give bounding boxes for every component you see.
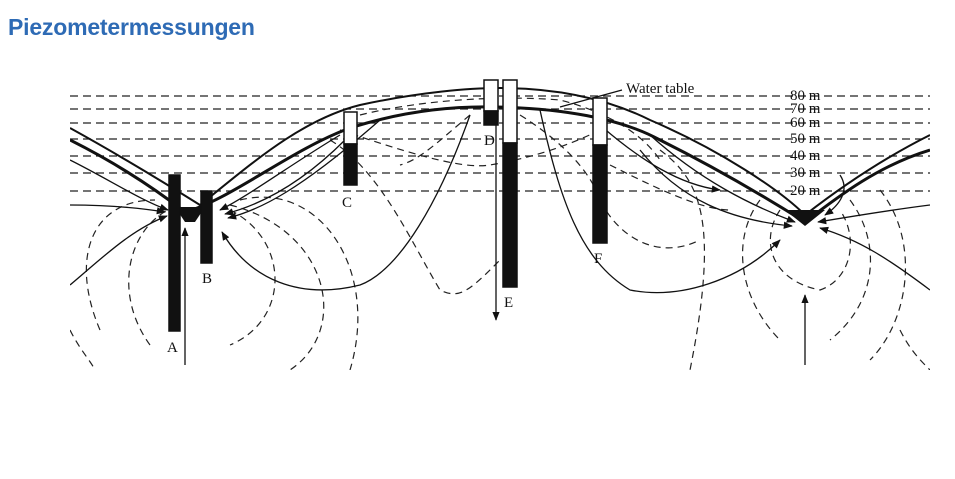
well-label-d: D — [484, 133, 495, 149]
water-table-label: Water table — [626, 81, 695, 97]
elevation-label-20: 20 m — [790, 183, 821, 199]
elevation-label-60: 60 m — [790, 115, 821, 131]
water-table-pointer — [559, 89, 623, 108]
elevation-label-30: 30 m — [790, 165, 821, 181]
piezometers — [168, 79, 608, 332]
piezometer-a — [168, 174, 181, 332]
well-label-f: F — [594, 251, 602, 267]
elevation-label-70: 70 m — [790, 101, 821, 117]
page-title: Piezometermessungen — [8, 14, 255, 40]
elevation-label-50: 50 m — [790, 131, 821, 147]
piezometer-f — [592, 144, 608, 244]
piezometer-e-tube — [502, 79, 518, 144]
elevation-label-80: 80 m — [790, 88, 821, 104]
well-label-b: B — [202, 271, 212, 287]
piezometer-d-tube — [483, 79, 499, 112]
piezometer-c — [343, 143, 358, 186]
well-label-a: A — [167, 340, 178, 356]
well-label-c: C — [342, 195, 352, 211]
discharge-pond — [175, 207, 205, 222]
well-labels: A B C D E F — [167, 133, 602, 356]
piezometer-d — [483, 110, 499, 126]
elevation-label-40: 40 m — [790, 148, 821, 164]
well-label-e: E — [504, 295, 513, 311]
piezometer-e — [502, 142, 518, 288]
elevation-labels: 80 m 70 m 60 m 50 m 40 m 30 m 20 m — [790, 88, 821, 199]
piezometer-b — [200, 190, 213, 264]
flow-lines — [70, 109, 930, 365]
elevation-lines — [70, 95, 930, 192]
discharge-point — [785, 210, 825, 226]
piezometer-c-tube — [343, 111, 358, 145]
piezometer-f-tube — [592, 97, 608, 146]
